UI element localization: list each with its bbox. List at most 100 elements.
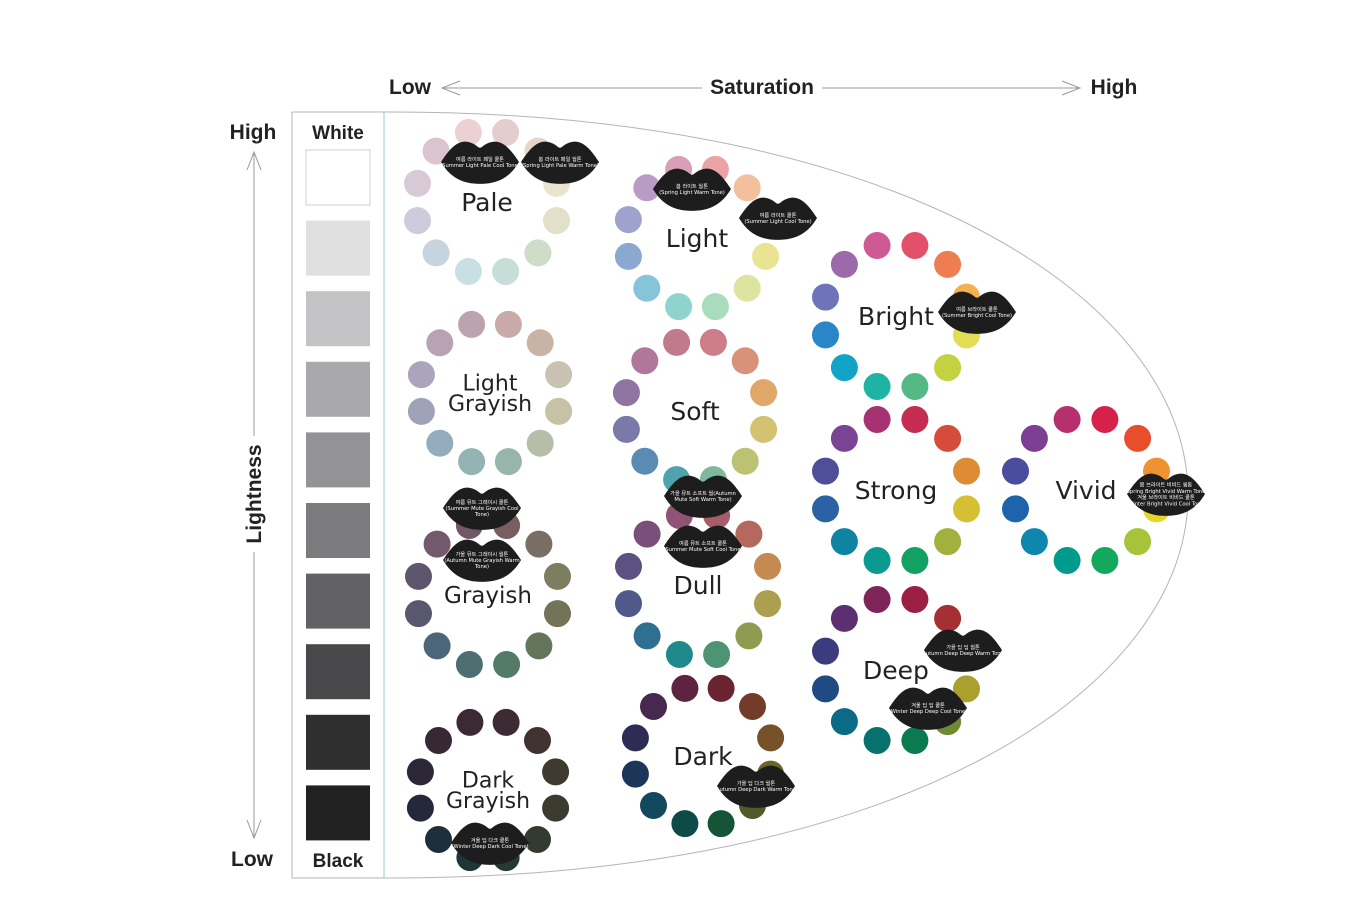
color-dot xyxy=(423,632,451,660)
color-dot xyxy=(422,239,450,267)
color-dot xyxy=(863,727,891,754)
color-dot xyxy=(901,406,929,433)
lip-badge-text: (Summer Mute Soft Cool Tone) xyxy=(663,547,742,553)
color-dot xyxy=(735,622,763,650)
color-dot xyxy=(492,708,520,736)
color-dot xyxy=(953,457,980,485)
color-dot xyxy=(494,448,522,476)
color-dot xyxy=(731,347,759,375)
lip-icon xyxy=(664,475,742,518)
color-dot xyxy=(901,586,929,613)
lip-badge-text: 가을 딥 다크 웜톤 xyxy=(737,779,776,787)
lip-badge-summer-light-pale-cool: 여름 라이트 페일 쿨톤(Summer Light Pale Cool Tone… xyxy=(440,141,520,184)
lip-badge-winter-deep-deep-cool: 겨울 딥 딥 쿨톤(Winter Deep Deep Cool Tone) xyxy=(889,687,967,730)
tone-label-bright: Bright xyxy=(858,302,934,331)
grayscale-swatch xyxy=(306,220,370,276)
color-dot xyxy=(614,242,642,270)
grayscale-swatch xyxy=(305,149,371,206)
color-dot xyxy=(404,169,431,197)
color-dot xyxy=(524,826,551,853)
color-dot xyxy=(493,651,521,678)
color-dot xyxy=(739,693,766,720)
lightness-arrow-down xyxy=(246,819,262,840)
color-dot xyxy=(934,604,962,632)
lip-badge-winter-deep-dark-cool: 겨울 딥 다크 쿨톤(Winter Deep Dark Cool Tone) xyxy=(451,822,529,865)
tone-label-light-grayish: Light xyxy=(463,371,518,396)
color-dot xyxy=(757,724,785,752)
saturation-axis: Low Saturation High xyxy=(389,76,1137,99)
color-dot xyxy=(458,310,486,338)
lip-badge-autumn-deep-deep-warm: 가을 딥 딥 웜톤(Autumn Deep Deep Warm Tone) xyxy=(920,629,1006,672)
grayscale-swatch xyxy=(306,361,370,417)
color-dot xyxy=(707,810,735,838)
color-dot xyxy=(612,379,640,407)
color-dot xyxy=(812,283,839,311)
color-dot xyxy=(863,406,891,433)
color-dot xyxy=(750,415,778,443)
lip-badge-text: (Summer Light Pale Cool Tone) xyxy=(440,163,520,169)
color-dot xyxy=(703,641,731,668)
color-dot xyxy=(525,632,553,660)
color-dot xyxy=(640,792,667,819)
lip-badge-text: 가을 뮤트 그레이시 웜톤 xyxy=(456,550,509,558)
tone-label-light: Light xyxy=(666,224,729,253)
color-dot xyxy=(953,495,980,523)
color-dot xyxy=(426,429,454,457)
lightness-axis-title: Lightness xyxy=(243,444,266,543)
color-dot xyxy=(633,274,661,302)
color-dot xyxy=(901,547,929,574)
color-dot xyxy=(631,347,659,375)
color-dot xyxy=(543,207,570,235)
color-dot xyxy=(545,361,573,389)
lip-badge-text: (Autumn Deep Deep Warm Tone) xyxy=(920,651,1006,657)
color-dot xyxy=(423,530,451,558)
color-dot xyxy=(750,379,778,407)
color-dot xyxy=(863,547,891,574)
color-dot xyxy=(406,794,434,822)
lightness-low-label: Low xyxy=(231,848,274,871)
tone-label-deep: Deep xyxy=(863,656,929,685)
color-dot xyxy=(663,328,691,356)
lip-icon xyxy=(664,525,742,568)
lip-icon xyxy=(924,629,1002,672)
grayscale-column: White Black xyxy=(305,123,371,872)
tone-label-dark-grayish: Grayish xyxy=(446,789,530,814)
color-dot xyxy=(1124,528,1152,556)
color-dot xyxy=(1124,424,1152,452)
lip-badge-text: Mute Soft Warm Tone) xyxy=(674,497,731,503)
tone-wheel-grayish: Grayish xyxy=(405,512,571,678)
color-dot xyxy=(953,675,980,703)
lip-icon xyxy=(521,141,599,184)
color-dot xyxy=(665,641,693,668)
color-dot xyxy=(633,520,661,548)
lip-icon xyxy=(443,539,521,582)
lip-badge-autumn-deep-dark-warm: 가을 딥 다크 웜톤(Autumn Deep Dark Warm Tone) xyxy=(714,765,798,808)
lip-badge-text: 봄 라이트 페일 웜톤 xyxy=(538,155,581,163)
color-dot xyxy=(754,590,781,618)
lip-badge-text: 봄 라이트 웜톤 xyxy=(676,182,708,190)
lip-badge-text: 여름 뮤트 그레이시 쿨톤 xyxy=(456,498,509,506)
lip-badge-text: (Summer Bright Cool Tone) xyxy=(942,313,1012,319)
color-dot xyxy=(671,674,699,702)
color-dot xyxy=(812,675,839,703)
lip-icon xyxy=(1127,473,1205,516)
color-dot xyxy=(621,724,649,752)
color-dot xyxy=(621,760,649,788)
color-dot xyxy=(754,552,781,580)
color-dot xyxy=(615,552,642,580)
color-dot xyxy=(830,528,858,556)
color-dot xyxy=(1020,528,1048,556)
color-dot xyxy=(671,810,699,838)
color-dot xyxy=(633,622,661,650)
color-dot xyxy=(934,250,962,278)
color-dot xyxy=(830,250,858,278)
color-dot xyxy=(863,373,891,400)
lip-badge-text: 여름 라이트 쿨톤 xyxy=(760,211,797,219)
color-dot xyxy=(1002,495,1029,523)
color-dot xyxy=(812,321,839,349)
color-dot xyxy=(405,562,432,590)
color-dot xyxy=(830,424,858,452)
saturation-arrow-right xyxy=(1061,80,1082,96)
